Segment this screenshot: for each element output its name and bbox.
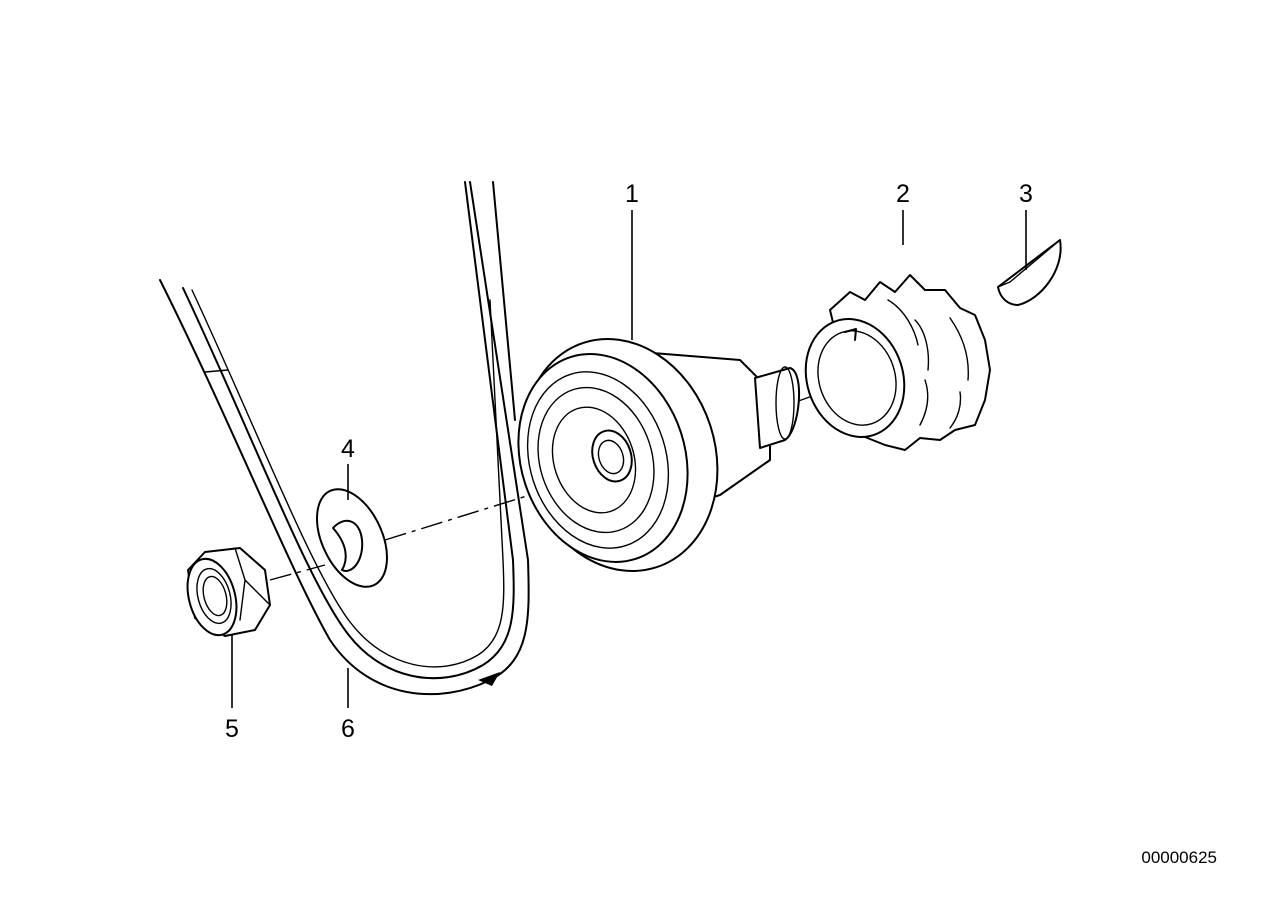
sprocket xyxy=(804,274,991,451)
callout-2: 2 xyxy=(896,180,910,208)
v-belt xyxy=(159,181,530,696)
callout-1: 1 xyxy=(625,180,639,208)
callout-4: 4 xyxy=(341,435,355,463)
callout-3: 3 xyxy=(1019,180,1033,208)
callout-6: 6 xyxy=(341,715,355,743)
washer xyxy=(316,488,388,588)
pulley-vibration-damper xyxy=(517,337,801,573)
callout-5: 5 xyxy=(225,715,239,743)
woodruff-key xyxy=(997,239,1062,306)
hex-nut xyxy=(186,547,271,637)
diagram-reference-number: 00000625 xyxy=(1141,848,1217,867)
